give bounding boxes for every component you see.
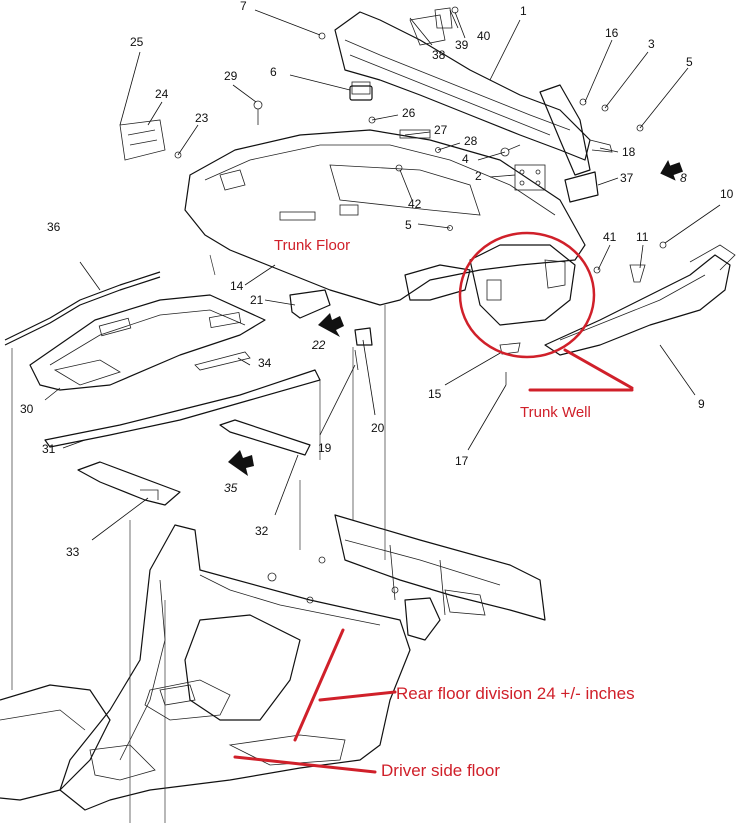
part-label-18: 18 [622, 145, 636, 159]
part-label-28: 28 [464, 134, 478, 148]
part-label-31: 31 [42, 442, 56, 456]
part-label-5a: 5 [686, 55, 693, 69]
part-label-4: 4 [462, 152, 469, 166]
part-label-21: 21 [250, 293, 264, 307]
part-label-11: 11 [636, 230, 649, 244]
part-label-7: 7 [240, 0, 247, 13]
part-label-30: 30 [20, 402, 34, 416]
part-label-24: 24 [155, 87, 169, 101]
part-label-32: 32 [255, 524, 269, 538]
part-label-27: 27 [434, 123, 448, 137]
arrow-22-icon [318, 313, 344, 337]
part-label-9: 9 [698, 397, 705, 411]
trunk-well-part [404, 244, 576, 326]
rear-panel-part [334, 11, 613, 176]
part-label-22: 22 [311, 338, 326, 352]
trunk-well-label: Trunk Well [520, 404, 591, 421]
arrow-35-icon [228, 450, 254, 476]
trunk-well-circle [458, 231, 596, 359]
rear-floor-division-label: Rear floor division 24 +/- inches [396, 684, 635, 703]
part-label-17: 17 [455, 454, 469, 468]
part-label-26: 26 [402, 106, 416, 120]
part-label-5b: 5 [405, 218, 412, 232]
part-label-36: 36 [47, 220, 61, 234]
side-rail-part [544, 244, 736, 356]
part-label-41: 41 [603, 230, 617, 244]
part-label-34: 34 [258, 356, 272, 370]
part-label-37: 37 [620, 171, 634, 185]
part-label-33: 33 [66, 545, 80, 559]
direction-arrows [228, 159, 683, 476]
rear-floor-pointer [318, 690, 397, 702]
arrow-8-icon [660, 159, 683, 181]
part-label-1: 1 [520, 4, 527, 18]
part-label-42: 42 [408, 197, 422, 211]
part-label-2: 2 [475, 169, 482, 183]
part-label-20: 20 [371, 421, 385, 435]
projection-lines [11, 254, 386, 823]
part-label-3: 3 [648, 37, 655, 51]
part-label-35: 35 [224, 481, 238, 495]
part-label-8: 8 [680, 171, 687, 185]
driver-floor-pointer [233, 755, 377, 774]
part-label-15: 15 [428, 387, 442, 401]
part-label-40: 40 [477, 29, 491, 43]
part-label-29: 29 [224, 69, 238, 83]
vehicle-underbody [0, 514, 546, 811]
leader-lines [44, 9, 721, 541]
trunk-well-pointer [563, 348, 634, 390]
part-label-38: 38 [432, 48, 446, 62]
part-label-25: 25 [130, 35, 144, 49]
trunk-mat-part [4, 271, 321, 448]
rear-floor-division-line [293, 628, 345, 742]
part-label-10: 10 [720, 187, 734, 201]
trunk-floor-part [184, 129, 586, 306]
part-label-16: 16 [605, 26, 619, 40]
part-label-39: 39 [455, 38, 469, 52]
bracket-parts [77, 419, 311, 506]
part-label-14: 14 [230, 279, 244, 293]
part-number-labels: 7 1 40 39 38 16 3 5 25 6 29 24 23 26 27 … [20, 0, 734, 559]
part-label-19: 19 [318, 441, 332, 455]
part-label-6: 6 [270, 65, 277, 79]
driver-side-floor-label: Driver side floor [381, 761, 500, 780]
part-label-23: 23 [195, 111, 209, 125]
trunk-floor-label: Trunk Floor [274, 237, 350, 254]
red-annotations: Trunk Floor Trunk Well Rear floor divisi… [233, 231, 635, 780]
